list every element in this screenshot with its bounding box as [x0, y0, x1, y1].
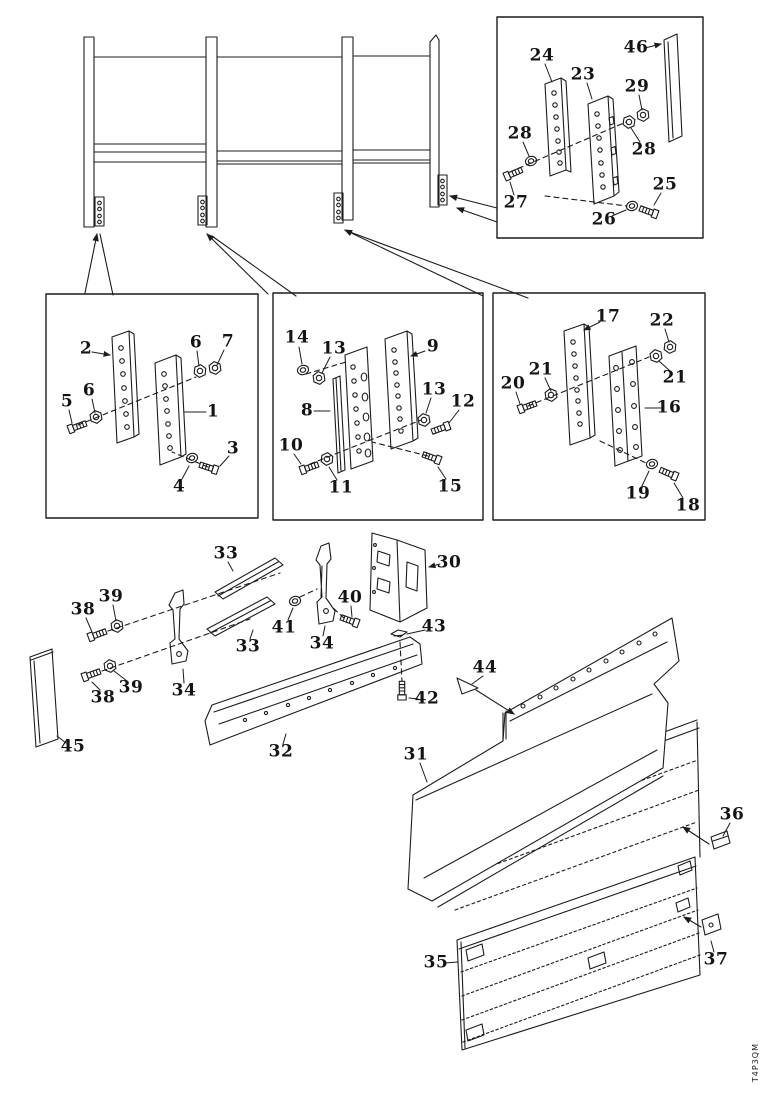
part-label-34: 34: [309, 633, 335, 654]
part-label-16: 16: [656, 397, 682, 418]
part-label-7: 7: [221, 331, 235, 352]
panel-35-group: [446, 719, 731, 1051]
part-label-42: 42: [414, 688, 440, 709]
bracket-34-right: [315, 542, 336, 625]
detail-box-3-group: [516, 323, 680, 482]
frame-mid-rails: [93, 143, 431, 165]
mount-hardware-group: [29, 532, 428, 748]
panel-31-group: [407, 617, 680, 908]
callout-connector-lines: [84, 194, 529, 299]
lower-panel-35: [456, 856, 701, 1051]
part-label-35: 35: [423, 952, 449, 973]
frame-post-3: [341, 36, 354, 221]
frame-bracket-plates: [94, 174, 448, 227]
part-label-37: 37: [703, 949, 729, 970]
headboard-frame: [83, 34, 529, 299]
part-label-44: 44: [472, 657, 498, 678]
part-label-39: 39: [118, 677, 144, 698]
part-label-11: 11: [328, 477, 354, 498]
frame-post-1: [83, 36, 95, 228]
corner-bracket-30: [369, 532, 428, 623]
frame-post-4: [429, 34, 440, 208]
inset-detail-group: [502, 33, 683, 220]
part-label-25: 25: [652, 174, 678, 195]
part-label-4: 4: [172, 476, 186, 497]
bracket-37: [683, 913, 722, 936]
detail-box-1-group: [66, 330, 222, 476]
part-label-3: 3: [226, 438, 240, 459]
detail-box-2-group: [295, 330, 452, 476]
drawing-code: T4P3QM: [751, 1043, 760, 1083]
detail-box-3-border: [492, 292, 706, 521]
part-label-18: 18: [675, 495, 701, 516]
part-label-10: 10: [278, 435, 304, 456]
clip-43: [390, 629, 408, 638]
part-label-14: 14: [284, 327, 310, 348]
channel-32: [204, 636, 423, 746]
part-label-13: 13: [421, 379, 447, 400]
part-label-22: 22: [649, 310, 675, 331]
detail-box-2-border: [272, 292, 484, 521]
part-label-28: 28: [507, 123, 533, 144]
part-label-36: 36: [719, 804, 745, 825]
part-label-6: 6: [82, 380, 96, 401]
part-label-41: 41: [271, 617, 297, 638]
part-label-32: 32: [268, 741, 294, 762]
part-label-19: 19: [625, 483, 651, 504]
part-label-38: 38: [90, 687, 116, 708]
part-label-2: 2: [79, 338, 93, 359]
inset-detail-border: [496, 16, 704, 239]
part-label-17: 17: [595, 306, 621, 327]
part-label-24: 24: [529, 45, 555, 66]
part-label-33: 33: [213, 543, 239, 564]
part-label-40: 40: [337, 587, 363, 608]
part-label-46: 46: [623, 37, 649, 58]
part-label-29: 29: [624, 76, 650, 97]
part-label-8: 8: [300, 400, 314, 421]
bracket-36: [682, 826, 731, 850]
part-label-23: 23: [570, 64, 596, 85]
strip-33-lower: [206, 596, 276, 637]
part-label-31: 31: [403, 744, 429, 765]
bracket-34-left: [168, 589, 189, 665]
part-label-5: 5: [60, 391, 74, 412]
part-label-30: 30: [436, 552, 462, 573]
part-label-27: 27: [503, 192, 529, 213]
part-label-43: 43: [421, 616, 447, 637]
main-panel-31: [407, 617, 680, 902]
part-label-33: 33: [235, 636, 261, 657]
frame-top-rail: [93, 55, 431, 58]
label-leader-lines: [56, 42, 731, 964]
side-panel-45: [29, 648, 59, 748]
part-label-26: 26: [591, 209, 617, 230]
part-label-21: 21: [528, 359, 554, 380]
part-label-6: 6: [189, 332, 203, 353]
part-label-45: 45: [60, 736, 86, 757]
frame-post-2: [205, 36, 218, 228]
part-label-34: 34: [171, 680, 197, 701]
side-panel-46: [663, 33, 683, 143]
part-label-28: 28: [631, 139, 657, 160]
part-label-1: 1: [206, 401, 220, 422]
detail-box-1-border: [45, 293, 259, 519]
part-label-38: 38: [70, 599, 96, 620]
part-label-15: 15: [437, 476, 463, 497]
part-label-20: 20: [500, 373, 526, 394]
part-label-21: 21: [662, 367, 688, 388]
wedge-44: [456, 677, 515, 715]
part-label-39: 39: [98, 586, 124, 607]
strip-33-upper: [214, 557, 284, 600]
part-label-13: 13: [321, 338, 347, 359]
part-label-12: 12: [450, 391, 476, 412]
part-label-9: 9: [426, 336, 440, 357]
